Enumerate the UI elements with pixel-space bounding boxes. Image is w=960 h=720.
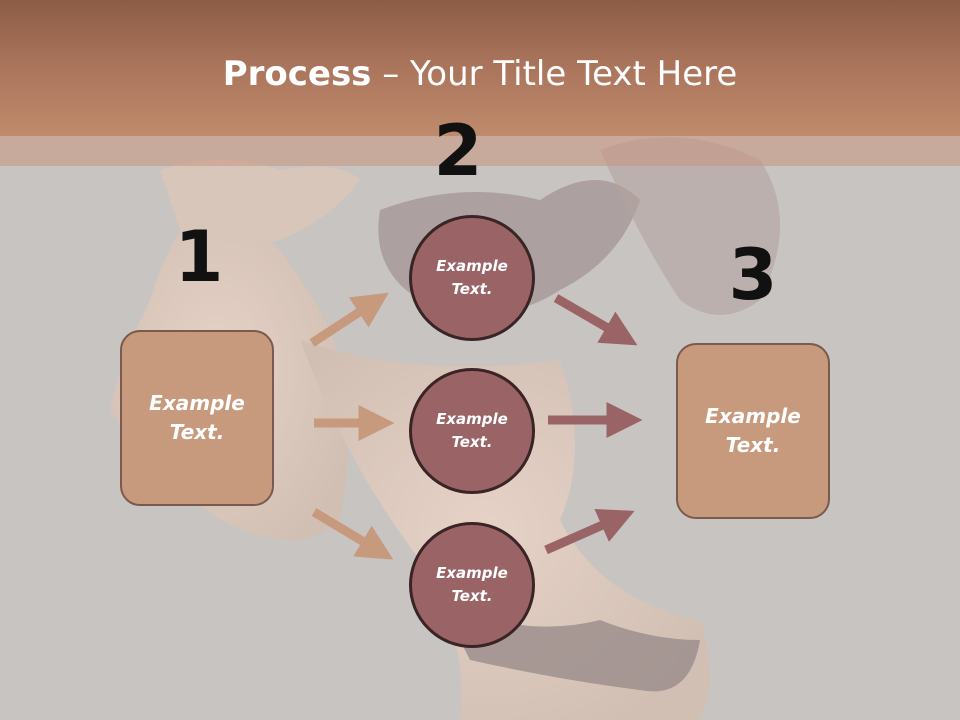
step-number-1: 1	[174, 216, 224, 298]
circle-bottom-text: Example Text.	[436, 564, 508, 605]
left-process-box[interactable]: Example Text.	[120, 330, 274, 506]
title-bold: Process	[222, 54, 372, 94]
circle-top[interactable]: Example Text.	[409, 215, 535, 341]
circle-top-text: Example Text.	[436, 257, 508, 298]
circle-bottom[interactable]: Example Text.	[409, 522, 535, 648]
title-rest: – Your Title Text Here	[371, 54, 738, 94]
arrow-left-to-top	[309, 292, 389, 347]
left-box-text: Example Text.	[149, 391, 245, 444]
circle-middle[interactable]: Example Text.	[409, 368, 535, 494]
right-process-box[interactable]: Example Text.	[676, 343, 830, 519]
step-number-3: 3	[728, 234, 778, 316]
step-number-2: 2	[433, 110, 483, 192]
title-banner	[0, 0, 960, 136]
slide-title[interactable]: Process – Your Title Text Here	[0, 52, 960, 96]
arrow-bottom-to-right	[544, 508, 635, 555]
arrow-left-to-bottom	[311, 508, 394, 560]
arrow-top-to-right	[553, 294, 638, 346]
title-banner-strip	[0, 136, 960, 166]
circle-middle-text: Example Text.	[436, 410, 508, 451]
right-box-text: Example Text.	[705, 404, 801, 457]
